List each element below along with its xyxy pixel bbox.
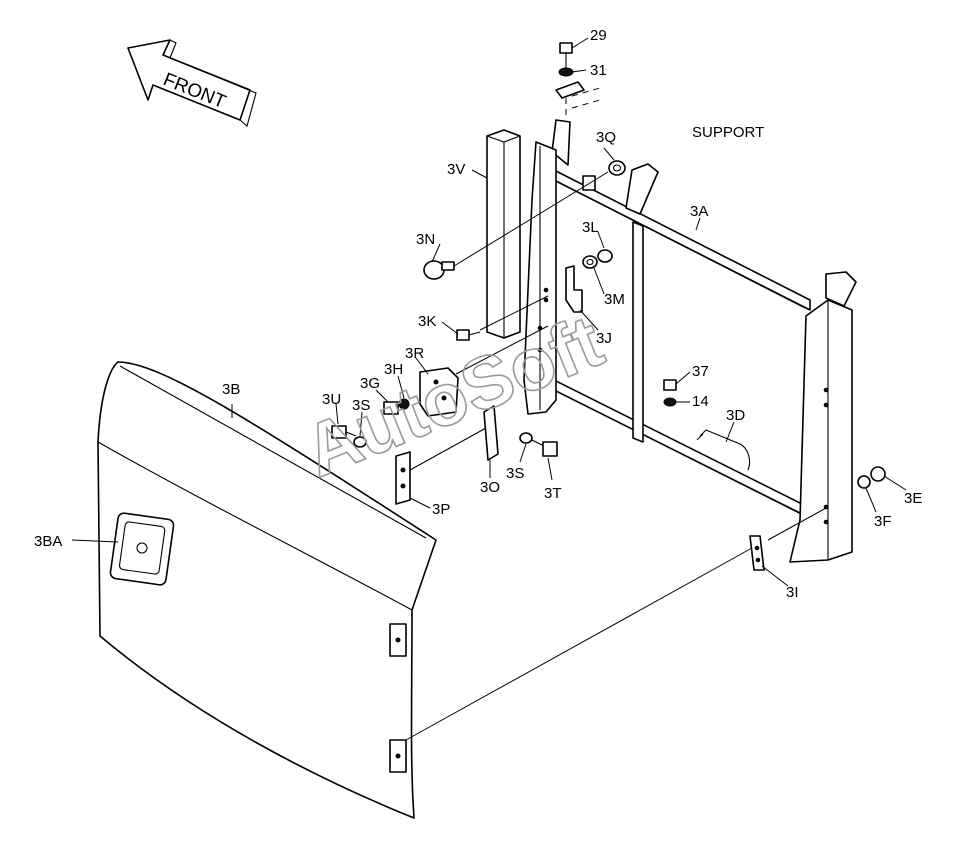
callout-labels: 29 31 3Q 3V 3A 3L 3N 3M 3K 3J 3R 3H 3G 3… [34, 27, 922, 601]
front-arrow: FRONT [127, 39, 257, 127]
callout-3l: 3L [582, 219, 599, 236]
callout-3r: 3R [405, 345, 424, 362]
callout-3j: 3J [596, 330, 612, 347]
callout-3o: 3O [480, 479, 500, 496]
callout-3e: 3E [904, 490, 922, 507]
support-label: SUPPORT [692, 124, 764, 141]
right-post [789, 299, 853, 563]
callout-3n: 3N [416, 231, 435, 248]
callout-3d: 3D [726, 407, 745, 424]
callout-3t: 3T [544, 485, 562, 502]
callout-3s-right: 3S [506, 465, 524, 482]
callout-3i: 3I [786, 584, 799, 601]
callout-29: 29 [590, 27, 607, 44]
callout-3g: 3G [360, 375, 380, 392]
callout-3q: 3Q [596, 129, 616, 146]
callout-3p: 3P [432, 501, 450, 518]
support-frame-3a [549, 119, 857, 519]
callout-3f: 3F [874, 513, 892, 530]
leader-lines [71, 37, 907, 741]
callout-3k: 3K [418, 313, 436, 330]
callout-3a: 3A [690, 203, 708, 220]
callout-3b: 3B [222, 381, 240, 398]
callout-14: 14 [692, 393, 709, 410]
left-post [523, 141, 557, 415]
callout-3u: 3U [322, 391, 341, 408]
small-parts [331, 42, 886, 571]
trim-3v [486, 129, 521, 339]
callout-37: 37 [692, 363, 709, 380]
callout-3ba: 3BA [34, 533, 62, 550]
callout-3m: 3M [604, 291, 625, 308]
callout-3h: 3H [384, 361, 403, 378]
callout-3v: 3V [447, 161, 465, 178]
callout-31: 31 [590, 62, 607, 79]
tailgate-panel-3b [97, 361, 437, 819]
callout-3s-left: 3S [352, 397, 370, 414]
